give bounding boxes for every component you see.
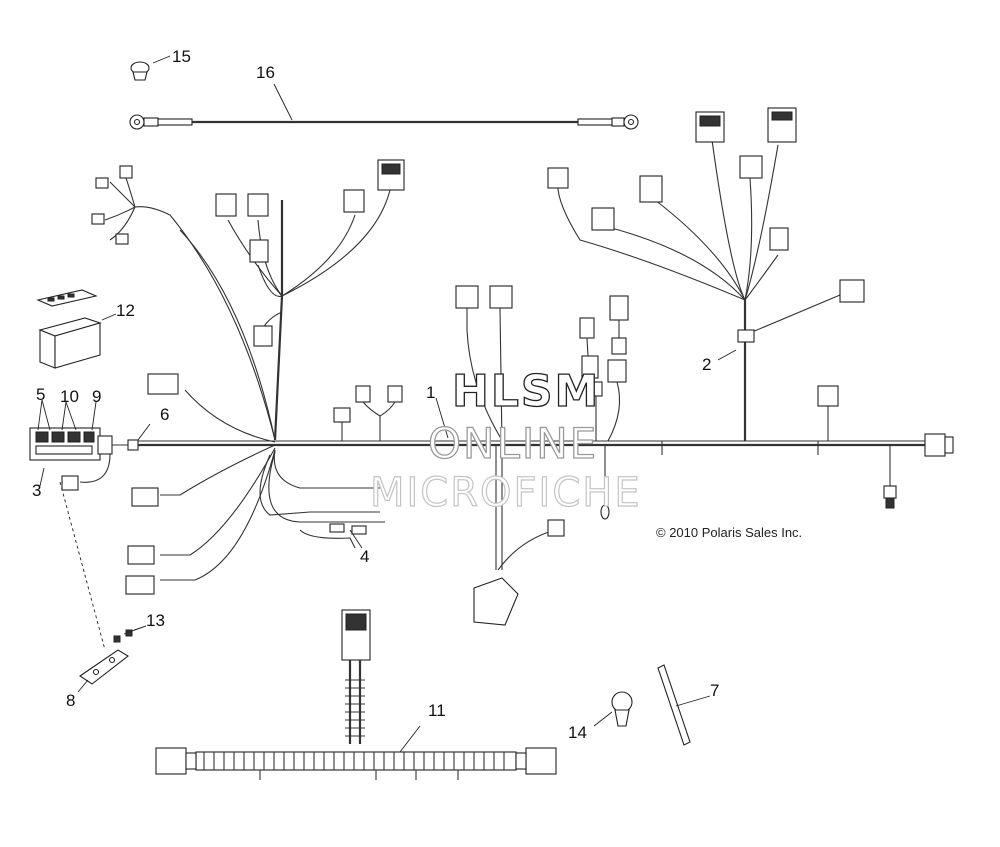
callout-8: 8 bbox=[66, 691, 75, 710]
callout-5: 5 bbox=[36, 385, 45, 404]
part-16-cable bbox=[129, 83, 639, 130]
hub-bundle bbox=[91, 165, 385, 595]
callout-16: 16 bbox=[256, 63, 275, 82]
callout-9: 9 bbox=[92, 387, 101, 406]
center-upper-connectors bbox=[579, 295, 629, 442]
callout-2: 2 bbox=[702, 355, 711, 374]
center-drop bbox=[455, 285, 565, 626]
part-13-fasteners bbox=[113, 625, 147, 643]
upper-left-connectors bbox=[215, 159, 405, 441]
callout-6: 6 bbox=[160, 405, 169, 424]
part-14-clip bbox=[593, 691, 633, 727]
part-8-bracket bbox=[77, 649, 129, 693]
callout-3: 3 bbox=[32, 481, 41, 500]
watermark-line-1: HLSM bbox=[452, 366, 600, 417]
callouts: 1 2 3 4 5 6 7 8 9 10 11 12 13 14 15 16 bbox=[32, 47, 719, 742]
part-2-harness bbox=[547, 107, 865, 441]
watermark: HLSM ONLINE MICROFICHE bbox=[369, 365, 642, 516]
copyright-notice: © 2010 Polaris Sales Inc. bbox=[656, 525, 802, 540]
callout-11: 11 bbox=[428, 701, 446, 720]
callout-7: 7 bbox=[710, 681, 719, 700]
callout-12: 12 bbox=[116, 301, 135, 320]
fuse-block bbox=[29, 399, 151, 651]
part-12-relay-box bbox=[36, 289, 117, 369]
callout-15: 15 bbox=[172, 47, 191, 66]
callout-4: 4 bbox=[360, 547, 369, 566]
watermark-line-2: ONLINE bbox=[428, 419, 598, 468]
part-7-cable-tie bbox=[657, 664, 711, 746]
part-11-harness bbox=[155, 609, 557, 780]
watermark-line-3: MICROFICHE bbox=[370, 470, 642, 516]
callout-10: 10 bbox=[60, 387, 79, 406]
part-15-screw bbox=[130, 55, 171, 81]
callout-14: 14 bbox=[568, 723, 587, 742]
callout-13: 13 bbox=[146, 611, 165, 630]
callout-1: 1 bbox=[426, 383, 435, 402]
